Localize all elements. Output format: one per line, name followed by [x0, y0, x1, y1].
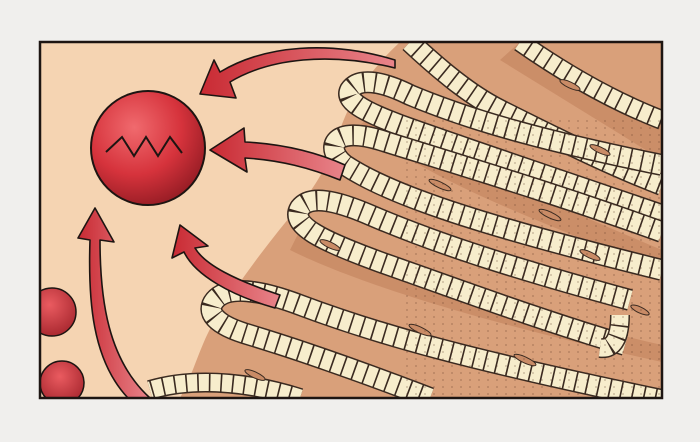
zigzag-wave-icon — [105, 135, 183, 158]
small-sphere-upper — [40, 287, 77, 337]
curved-arrow-middle — [209, 127, 346, 181]
curved-arrow-top — [199, 47, 396, 99]
curved-arrow-bottom — [77, 207, 151, 399]
panel-frame — [38, 40, 664, 400]
red-sphere-icon — [90, 90, 206, 206]
tissue-stipple — [400, 120, 662, 398]
curved-arrow-lower — [171, 224, 281, 309]
small-sphere-lower — [40, 360, 85, 398]
